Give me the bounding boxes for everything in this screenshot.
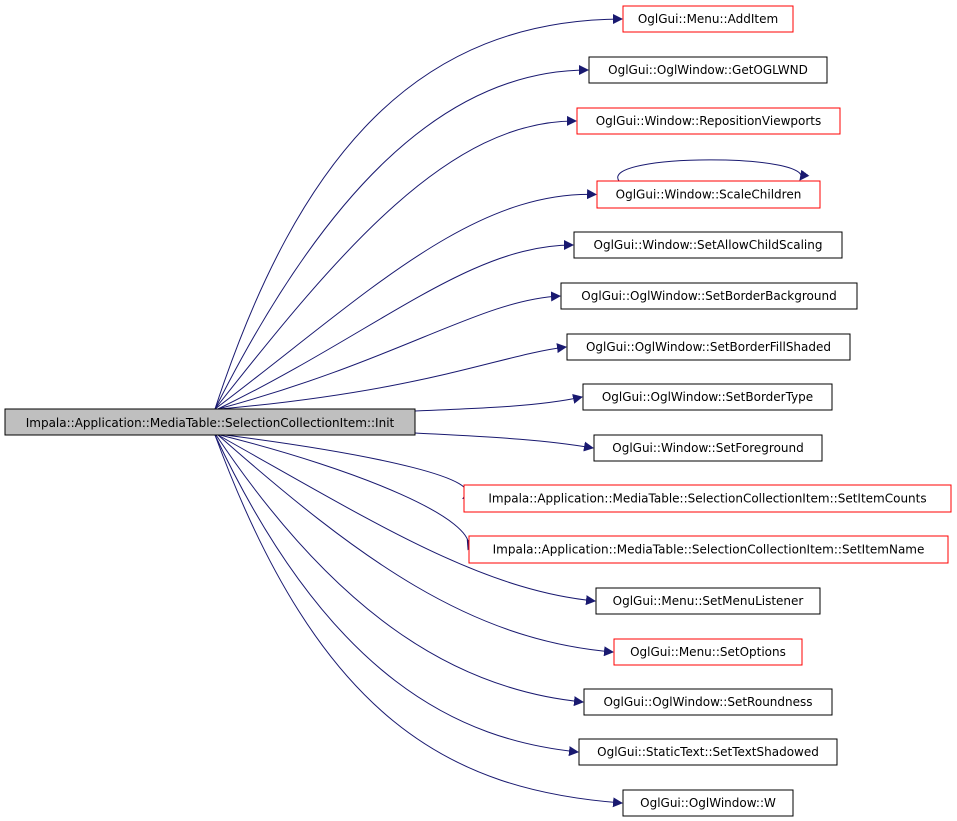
call-edge (214, 434, 623, 808)
root-node[interactable]: Impala::Application::MediaTable::Selecti… (4, 408, 416, 436)
function-node-box (463, 484, 952, 513)
root-node-label: Impala::Application::MediaTable::Selecti… (26, 416, 395, 430)
function-node-box (468, 535, 949, 564)
function-node-label: OglGui::Menu::AddItem (638, 12, 778, 26)
function-node-box (588, 56, 828, 84)
call-edge (217, 240, 574, 410)
function-node-label: OglGui::OglWindow::SetBorderType (602, 390, 813, 404)
function-node-box (593, 434, 823, 462)
function-node-label: OglGui::Window::SetAllowChildScaling (594, 238, 823, 252)
function-node[interactable]: Impala::Application::MediaTable::Selecti… (468, 535, 949, 564)
call-edge (414, 393, 583, 412)
function-node-label: OglGui::Window::SetForeground (612, 441, 804, 455)
function-node[interactable]: OglGui::OglWindow::SetRoundness (583, 688, 833, 716)
function-node-box (560, 282, 858, 310)
function-node[interactable]: OglGui::OglWindow::SetBorderFillShaded (566, 333, 851, 361)
function-node-label: OglGui::Menu::SetOptions (630, 645, 786, 659)
call-edge (414, 432, 594, 452)
call-edge (214, 189, 597, 410)
function-node-label: OglGui::OglWindow::W (640, 796, 776, 810)
function-node-box (622, 789, 794, 817)
function-node-box (573, 231, 843, 259)
function-node-label: OglGui::StaticText::SetTextShadowed (597, 745, 819, 759)
function-node[interactable]: OglGui::OglWindow::GetOGLWND (588, 56, 828, 84)
function-node[interactable]: OglGui::OglWindow::SetBorderType (582, 383, 833, 411)
function-node-box (583, 688, 833, 716)
call-edge (214, 14, 623, 410)
function-node[interactable]: OglGui::Menu::SetMenuListener (595, 587, 821, 615)
call-edge (215, 434, 584, 707)
function-node[interactable]: Impala::Application::MediaTable::Selecti… (463, 484, 952, 513)
function-node[interactable]: OglGui::Window::SetAllowChildScaling (573, 231, 843, 259)
function-node-box (596, 180, 821, 209)
call-edge (224, 434, 474, 500)
function-node-label: Impala::Application::MediaTable::Selecti… (488, 492, 926, 506)
call-edge (217, 434, 596, 606)
function-node[interactable]: OglGui::Menu::AddItem (622, 5, 794, 33)
function-node-box (622, 5, 794, 33)
function-node-label: OglGui::OglWindow::SetBorderFillShaded (586, 340, 831, 354)
function-node-box (566, 333, 851, 361)
function-node-box (595, 587, 821, 615)
function-node[interactable]: OglGui::OglWindow::SetBorderBackground (560, 282, 858, 310)
function-node-box (582, 383, 833, 411)
function-node[interactable]: OglGui::StaticText::SetTextShadowed (578, 738, 838, 766)
function-node-label: OglGui::OglWindow::SetBorderBackground (581, 289, 836, 303)
call-edge (214, 65, 589, 410)
function-node-label: OglGui::Window::ScaleChildren (616, 188, 802, 202)
function-node-label: OglGui::OglWindow::SetRoundness (603, 695, 812, 709)
call-edge (217, 434, 614, 657)
function-node-box (576, 107, 841, 135)
call-edges (214, 14, 810, 808)
call-edge (219, 434, 476, 551)
call-edge (214, 434, 579, 757)
self-call-edge (617, 159, 810, 182)
function-node-box (613, 638, 803, 666)
function-node-label: OglGui::OglWindow::GetOGLWND (608, 63, 808, 77)
function-node[interactable]: OglGui::Menu::SetOptions (613, 638, 803, 666)
function-node[interactable]: OglGui::Window::RepositionViewports (576, 107, 841, 135)
function-node-label: OglGui::Menu::SetMenuListener (613, 594, 804, 608)
root-node-box (4, 408, 416, 436)
function-node-label: Impala::Application::MediaTable::Selecti… (493, 543, 925, 557)
call-edge (219, 343, 567, 410)
call-edge (217, 291, 561, 410)
function-node-box (578, 738, 838, 766)
function-node[interactable]: OglGui::OglWindow::W (622, 789, 794, 817)
function-node-label: OglGui::Window::RepositionViewports (596, 114, 822, 128)
function-node[interactable]: OglGui::Window::ScaleChildren (596, 180, 821, 209)
function-nodes: Impala::Application::MediaTable::Selecti… (4, 5, 952, 817)
call-edge (214, 115, 577, 410)
function-node[interactable]: OglGui::Window::SetForeground (593, 434, 823, 462)
